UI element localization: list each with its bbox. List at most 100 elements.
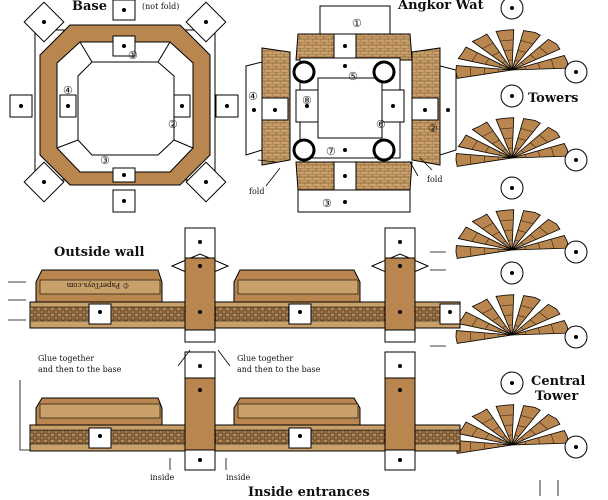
angkor-marker-3: ③ (322, 197, 332, 210)
base-piece: ① ② ③ ④ (9, 0, 239, 213)
tower-petal-band (498, 152, 501, 156)
tower-petal-band (529, 54, 537, 60)
tower-petal (511, 55, 569, 71)
fold-note-right: fold (427, 175, 442, 184)
tower-petal-band (524, 154, 527, 158)
tower-petal-band (529, 234, 537, 240)
tower-petal-band (514, 434, 520, 437)
central-tower-title-line1: Central (531, 374, 585, 389)
tower-top-dot (510, 186, 514, 190)
angkor-marker-5: ⑤ (348, 70, 358, 83)
tower-petal (457, 134, 513, 159)
tower-petal-band (539, 311, 549, 320)
tower-petal-band (471, 140, 478, 150)
tower-petal (457, 421, 513, 446)
tower-petal (511, 235, 569, 251)
tower-petal-band (484, 238, 490, 245)
not-fold-note: (not fold) (142, 2, 179, 11)
tower-petal-band (469, 331, 472, 342)
tower-petal-band (520, 415, 534, 420)
tower-petal (511, 405, 541, 446)
tower-petal (511, 143, 569, 159)
tower-petal (471, 213, 513, 251)
tower-side-dot (574, 70, 578, 74)
angkor-wat-title: Angkor Wat (397, 0, 484, 13)
tower-petal (455, 245, 513, 259)
tower-petal (455, 330, 513, 344)
tower-petal-band (501, 435, 506, 439)
tower-petal-band (504, 229, 513, 231)
tower-petal-band (498, 329, 501, 333)
tower-petal-band (482, 130, 494, 137)
tower-petal-band (537, 62, 541, 70)
inside-entrances-title: Inside entrances (248, 485, 370, 500)
inner-wall-piece (29, 351, 461, 471)
tower-petal-band (514, 324, 520, 327)
towers-title: Towers (528, 91, 578, 106)
tower-petal-band (524, 246, 527, 250)
tower-petal-band (520, 437, 525, 441)
tower-petal-band (492, 316, 500, 322)
tower-petal (511, 30, 541, 71)
inner-arrows (19, 349, 559, 496)
tower-petal-band (537, 242, 541, 250)
tower-petal-band (492, 426, 500, 432)
tower-petal-band (524, 331, 527, 335)
tower-fan (455, 84, 588, 172)
tower-petal (511, 218, 561, 251)
angkor-marker-4: ④ (248, 90, 258, 103)
tower-fan (455, 176, 588, 264)
tower-petal-band (550, 147, 555, 157)
tower-petal (471, 408, 513, 446)
angkor-marker-6: ⑥ (376, 118, 386, 131)
tower-petal-band (550, 239, 555, 249)
tower-petal-band (539, 46, 549, 55)
angkor-marker-8: ⑧ (302, 94, 312, 107)
tower-petal-band (539, 421, 549, 430)
tower-petal-band (504, 49, 513, 51)
tower-petal-band (517, 314, 527, 318)
tower-petal-band (500, 219, 514, 222)
tower-petal-band (469, 246, 472, 257)
tower-petal-band (501, 325, 506, 329)
tower-petal-band (500, 414, 514, 417)
tower-fan (455, 371, 588, 459)
tower-petal-band (484, 146, 490, 153)
angkor-marker-2: ② (428, 122, 438, 135)
base-title: Base (72, 0, 107, 14)
tower-petal-band (520, 327, 525, 331)
fold-arrows (257, 157, 433, 187)
tower-petal-band (492, 51, 500, 57)
tower-petal (511, 126, 561, 159)
tower-petal (471, 33, 513, 71)
tower-top-dot (510, 6, 514, 10)
central-tower-title-line2: Tower (535, 389, 578, 404)
tower-petal-band (498, 64, 501, 68)
angkor-temple-piece: ① ② ③ ④ ⑤ ⑥ ⑦ ⑧ (245, 5, 457, 213)
tower-petal-band (498, 439, 501, 443)
tower-petal-band (501, 240, 506, 244)
tower-petal (455, 153, 513, 167)
angkor-marker-7: ⑦ (326, 145, 336, 158)
tower-petal-band (537, 150, 541, 158)
tower-petal-band (469, 441, 472, 452)
tower-petal-band (484, 58, 490, 65)
tower-petal (457, 226, 513, 251)
tower-petal-band (517, 229, 527, 233)
tower-petal-band (469, 66, 472, 77)
towers-group (455, 0, 588, 459)
tower-petal-band (520, 62, 525, 66)
tower-petal-band (482, 307, 494, 314)
tower-petal-band (539, 226, 549, 235)
tower-petal-band (514, 59, 520, 62)
tower-petal-band (524, 441, 527, 445)
tower-petal-band (500, 39, 514, 42)
tower-petal (457, 311, 513, 336)
tower-petal-band (520, 220, 534, 225)
tower-petal-band (482, 222, 494, 229)
tower-petal (511, 295, 541, 336)
tower-petal-band (501, 148, 506, 152)
tower-top-dot (510, 94, 514, 98)
tower-petal-band (520, 242, 525, 246)
